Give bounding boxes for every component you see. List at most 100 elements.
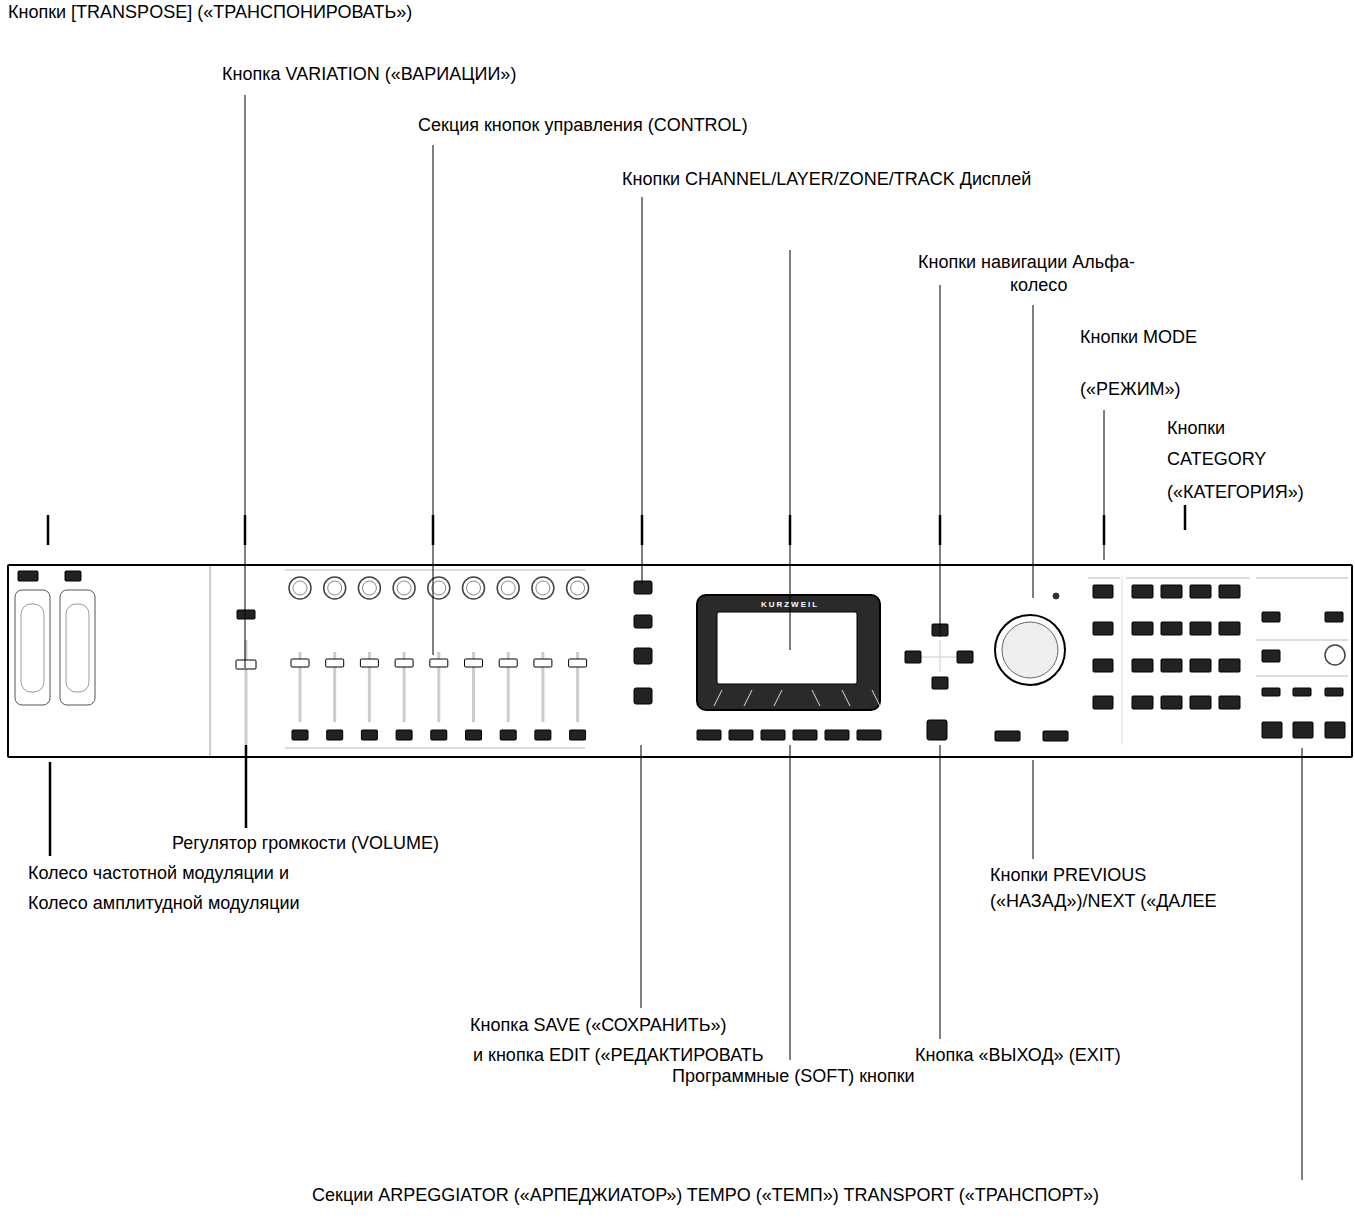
wheel-inner [21, 604, 44, 692]
category-button [1161, 622, 1182, 635]
arpeggiator-button [1325, 612, 1343, 622]
transport-button [1293, 688, 1311, 696]
brand-logo: KURZWEIL [761, 600, 819, 610]
display-bezel [697, 595, 880, 710]
next-button [1043, 731, 1068, 741]
soft-key-tick [744, 690, 752, 706]
control-knob-inner [571, 581, 585, 595]
leader-line [245, 95, 246, 668]
category-button [1190, 585, 1211, 598]
control-button [535, 730, 551, 740]
control-slider [326, 659, 344, 667]
control-knob [532, 577, 554, 599]
category-button [1219, 696, 1240, 709]
category-button [1190, 659, 1211, 672]
transport-button [1262, 722, 1282, 738]
leader-line [245, 745, 248, 828]
transport-button [1325, 688, 1343, 696]
control-knob [358, 577, 380, 599]
control-button [570, 730, 586, 740]
control-knob [428, 577, 450, 599]
control-button [500, 730, 516, 740]
control-slider [465, 659, 483, 667]
control-button [396, 730, 412, 740]
nav-right [957, 651, 973, 663]
transpose-button [18, 571, 38, 581]
leader-line [1104, 410, 1105, 560]
transport-button [1262, 688, 1280, 696]
soft-key-tick [714, 690, 722, 706]
category-button [1132, 622, 1153, 635]
category-button [1132, 659, 1153, 672]
nav-cross [940, 640, 941, 672]
nav-cross [920, 657, 958, 658]
control-knob [393, 577, 415, 599]
control-button [292, 730, 308, 740]
channel-button [634, 581, 652, 594]
control-knob-inner [467, 581, 481, 595]
callout-label: Секции ARPEGGIATOR («АРПЕДЖИАТОР») TEMPO… [312, 1185, 1099, 1205]
control-knob [567, 577, 589, 599]
mode-button [1093, 659, 1113, 672]
nav-left [905, 651, 921, 663]
wheel-inner [66, 604, 89, 692]
callout-label: Кнопки навигации Альфа- [918, 252, 1135, 272]
tempo-button [1262, 650, 1280, 662]
callout-label: («РЕЖИМ») [1080, 379, 1181, 399]
soft-button [857, 730, 881, 740]
pitch-wheel [15, 590, 50, 705]
section-header [1088, 578, 1120, 579]
leader-line [1033, 760, 1034, 859]
callout-label: Регулятор громкости (VOLUME) [172, 833, 439, 853]
control-button [431, 730, 447, 740]
soft-key-tick [872, 690, 880, 706]
tempo-knob [1325, 645, 1345, 665]
soft-button [761, 730, 785, 740]
callout-label: Кнопки [1167, 418, 1225, 438]
variation-button [237, 610, 255, 619]
control-slider [430, 659, 448, 667]
callout-label: и кнопка EDIT («РЕДАКТИРОВАТЬ [473, 1045, 764, 1065]
leader-line [790, 745, 791, 1060]
leader-line [1302, 748, 1303, 1180]
leader-tick [1184, 505, 1187, 530]
leader-line [940, 745, 941, 1039]
callout-label: («КАТЕГОРИЯ») [1167, 482, 1304, 502]
mod-wheel [60, 590, 95, 705]
control-slider [291, 659, 309, 667]
callout-label: колесо [1010, 275, 1067, 295]
soft-button [825, 730, 849, 740]
section-header [1256, 676, 1348, 677]
callout-label: Колесо частотной модуляции и [28, 863, 289, 883]
control-knob-inner [397, 581, 411, 595]
category-button [1132, 585, 1153, 598]
callout-label: Программные (SOFT) кнопки [672, 1066, 915, 1086]
callout-label: Кнопки MODE [1080, 327, 1197, 347]
section-footer [285, 748, 585, 749]
transpose-button [65, 571, 81, 581]
soft-key-tick [842, 690, 850, 706]
mode-button [1093, 585, 1113, 598]
leader-line [1033, 305, 1034, 598]
category-button [1161, 659, 1182, 672]
volume-slider [236, 660, 256, 669]
section-header [1256, 578, 1348, 579]
callout-label: Кнопки [TRANSPOSE] («ТРАНСПОНИРОВАТЬ») [8, 2, 412, 22]
previous-button [995, 731, 1020, 741]
soft-button [729, 730, 753, 740]
control-slider [499, 659, 517, 667]
control-slider [534, 659, 552, 667]
section-divider [1122, 575, 1123, 745]
control-knob-inner [362, 581, 376, 595]
category-button [1190, 622, 1211, 635]
category-button [1190, 696, 1211, 709]
control-knob-inner [432, 581, 446, 595]
control-knob [497, 577, 519, 599]
category-button [1219, 585, 1240, 598]
soft-button [793, 730, 817, 740]
leader-tick [47, 515, 50, 545]
section-header [1256, 640, 1348, 641]
leader-line [49, 762, 52, 856]
callout-label: Кнопка VARIATION («ВАРИАЦИИ») [222, 64, 516, 84]
